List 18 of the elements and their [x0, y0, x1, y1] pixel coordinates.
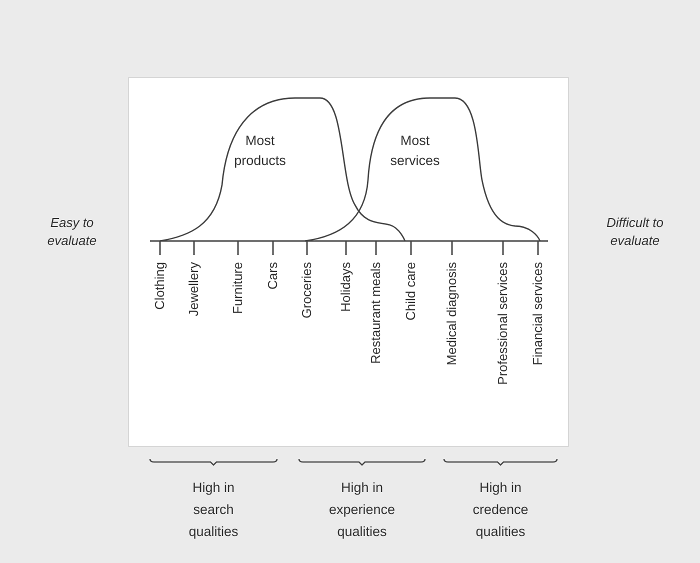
scale-end-label: Difficult to evaluate — [605, 214, 665, 250]
category-label: Financial services — [530, 262, 545, 366]
category-label: Furniture — [230, 262, 245, 314]
group-label: High in search qualities — [188, 479, 240, 541]
scale-end-label: Easy to evaluate — [46, 214, 98, 250]
category-label: Holidays — [338, 262, 353, 312]
category-label: Medical diagnosis — [444, 262, 459, 366]
group-label: High in experience qualities — [328, 479, 396, 541]
category-label: Professional services — [495, 262, 510, 385]
curve-label: Most products — [233, 132, 287, 170]
group-label: High in credence qualities — [472, 479, 530, 541]
category-label: Groceries — [299, 262, 314, 318]
category-label: Child care — [403, 262, 418, 321]
category-label: Jewellery — [186, 262, 201, 316]
category-label: Restaurant meals — [368, 262, 383, 364]
category-label: Clothing — [152, 262, 167, 310]
curve-label: Most services — [389, 132, 441, 170]
category-label: Cars — [265, 262, 280, 290]
